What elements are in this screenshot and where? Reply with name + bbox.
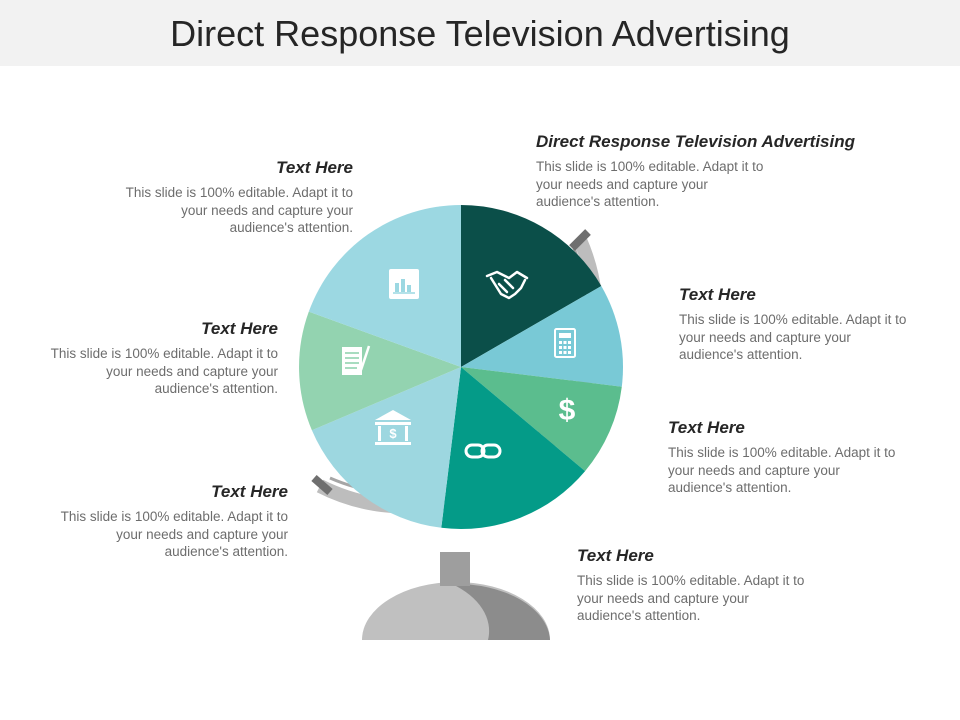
globe-segment-3 (461, 367, 622, 472)
globe-segment-6 (299, 311, 461, 431)
block-body: This slide is 100% editable. Adapt it to… (50, 346, 278, 396)
calculator-icon (554, 328, 576, 358)
block-heading: Text Here (211, 482, 288, 501)
meridian-cap-top (569, 229, 591, 251)
handshake-icon (485, 270, 529, 300)
block-body: This slide is 100% editable. Adapt it to… (668, 445, 896, 495)
notepad-icon (342, 345, 371, 375)
text-block-5: Text Here This slide is 100% editable. A… (58, 481, 288, 561)
dollar-icon: $ (559, 394, 576, 427)
globe-segments (299, 205, 624, 529)
block-heading: Text Here (201, 319, 278, 338)
text-block-6: Text Here This slide is 100% editable. A… (48, 318, 278, 398)
block-heading: Direct Response Television Advertising (536, 132, 855, 151)
text-block-1: Direct Response Television Advertising T… (536, 131, 916, 211)
link-icon (464, 443, 502, 459)
globe-segment-2 (461, 286, 624, 387)
bank-icon: $ (375, 410, 411, 445)
block-body: This slide is 100% editable. Adapt it to… (536, 159, 764, 209)
block-body: This slide is 100% editable. Adapt it to… (577, 573, 805, 623)
globe-segment-4 (441, 367, 586, 529)
text-block-2: Text Here This slide is 100% editable. A… (679, 284, 909, 364)
globe-base-shade (452, 583, 550, 640)
meridian-cap-bottom (311, 474, 333, 496)
block-body: This slide is 100% editable. Adapt it to… (60, 509, 288, 559)
globe-icons: $ $ (342, 269, 576, 459)
block-body: This slide is 100% editable. Adapt it to… (125, 185, 353, 235)
globe-stem (440, 552, 470, 586)
text-block-4: Text Here This slide is 100% editable. A… (577, 545, 807, 625)
text-block-7: Text Here This slide is 100% editable. A… (123, 157, 353, 237)
block-heading: Text Here (679, 285, 756, 304)
block-heading: Text Here (668, 418, 745, 437)
page-title: Direct Response Television Advertising (170, 13, 790, 54)
globe-segment-7 (308, 205, 461, 367)
bar-chart-icon (389, 269, 419, 299)
globe-segment-1 (461, 205, 602, 367)
block-body: This slide is 100% editable. Adapt it to… (679, 312, 907, 362)
block-heading: Text Here (276, 158, 353, 177)
block-heading: Text Here (577, 546, 654, 565)
text-block-3: Text Here This slide is 100% editable. A… (668, 417, 898, 497)
title-bar (0, 0, 960, 66)
globe-segment-5 (311, 367, 461, 528)
svg-text:$: $ (389, 426, 397, 441)
